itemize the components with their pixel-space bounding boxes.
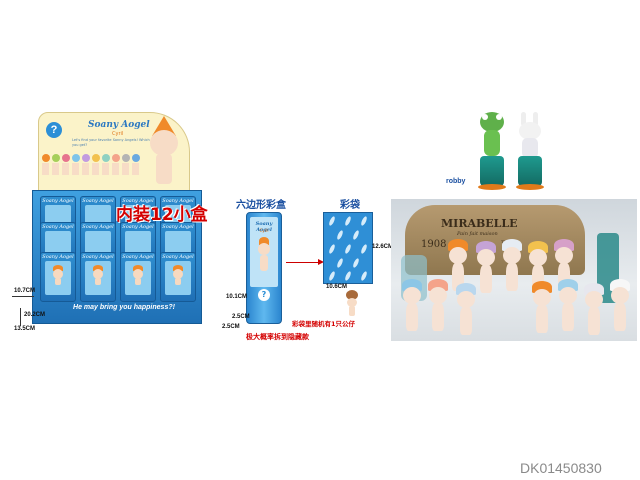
doll-figure [475, 241, 497, 297]
dim-height: 10.7CM [14, 288, 36, 294]
dim-line [12, 296, 34, 297]
display-slogan: He may bring you happiness?! [73, 304, 175, 311]
bag-label: 彩袋 [340, 200, 360, 211]
hex-dim-width: 2.5CM [232, 314, 250, 320]
bunny-figure-image [514, 112, 546, 192]
robby-label: robby [446, 178, 466, 185]
mini-box: Soany Aogel [80, 252, 116, 302]
hex-box: Soany Aogel Cyril ? [246, 212, 282, 324]
question-badge: ? [258, 289, 270, 301]
doll-figure [531, 281, 553, 337]
star-doll-image [144, 116, 184, 188]
dim-width: 20.2CM [24, 312, 46, 318]
bag-note-1: 彩袋里随机有1只公仔 [292, 320, 356, 328]
dim-depth: 13.5CM [14, 326, 36, 332]
arrow-right-icon [286, 262, 320, 263]
doll-figure [557, 279, 579, 335]
doll-figure [427, 279, 449, 335]
hidden-figure-image [344, 290, 360, 316]
doll-figure [401, 279, 423, 335]
burlap-sack [405, 205, 585, 275]
doll-lineup-row [42, 154, 146, 186]
frog-figure-image [476, 112, 508, 192]
display-box: ? Soany Aogel Cyril Let's find your favo… [32, 112, 202, 324]
display-header-small: Let's find your favorite Sonny Angels! W… [72, 138, 157, 147]
bag-dim-width: 10.6CM [326, 284, 348, 290]
doll-figure [609, 279, 631, 335]
hex-dim-height: 10.1CM [226, 294, 248, 300]
sack-line2: Pain fait maison [457, 231, 498, 237]
product-photo: MIRABELLE Pain fait maison TYPE-55 1908 [391, 199, 637, 341]
mini-box: Soany Aogel [160, 252, 196, 302]
doll-figure [583, 283, 605, 339]
doll-figure [501, 239, 523, 295]
doll-figure [455, 283, 477, 339]
color-bag [323, 212, 373, 284]
question-badge: ? [46, 122, 62, 138]
hex-box-label: 六边形彩盒 [236, 200, 286, 211]
hex-box-doll [256, 237, 272, 277]
sack-year: 1908 [421, 239, 447, 250]
mini-box: Soany Aogel [120, 252, 156, 302]
product-code: DK01450830 [520, 460, 602, 476]
arrow-head [318, 259, 324, 265]
sack-brand: MIRABELLE [441, 217, 518, 230]
dim-line [20, 308, 21, 326]
display-brand-sub: Cyril [112, 131, 124, 137]
hex-box-brand: Soany Aogel [255, 221, 273, 233]
red-label-12-boxes: 内装12小盒 [116, 205, 208, 225]
display-brand: Soany Aogel [88, 120, 150, 130]
bag-note-2: 极大概率拆到隐藏款 [246, 333, 309, 341]
hex-box-sub: Cyril [259, 228, 269, 233]
hex-dim-depth: 2.5CM [222, 324, 240, 330]
bag-dim-height: 12.6CM [372, 244, 394, 250]
mini-box: Soany Aogel [40, 252, 76, 302]
